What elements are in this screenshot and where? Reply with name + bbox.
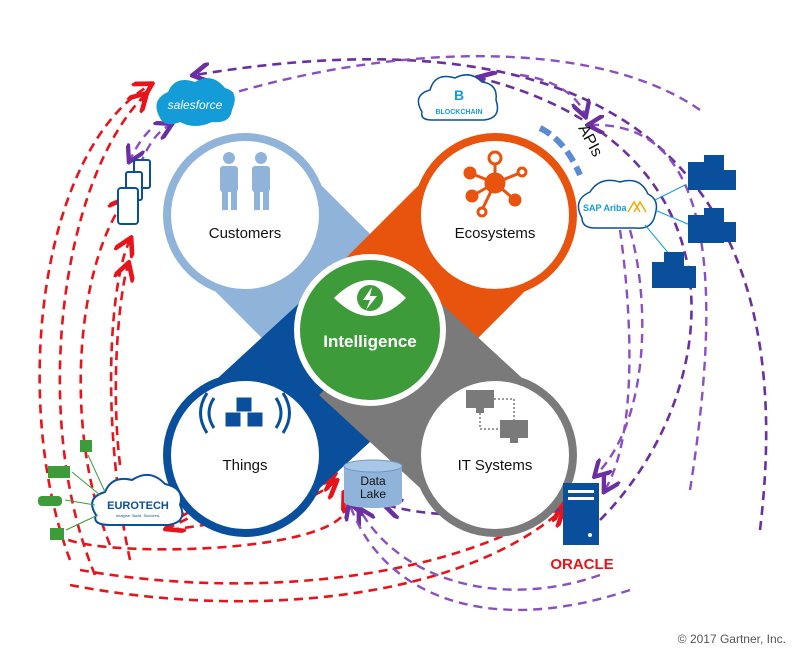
- quadrant-things: Things: [163, 373, 327, 537]
- eye-lightning-icon: [334, 280, 406, 316]
- wireless-cubes-icon: [199, 392, 291, 434]
- salesforce-logo: salesforce: [156, 78, 235, 126]
- sap-ariba-logo: SAP Ariba: [577, 179, 691, 256]
- copyright: © 2017 Gartner, Inc.: [677, 632, 786, 646]
- mobile-phones-icon: [117, 159, 151, 225]
- data-lake: Data Lake: [343, 459, 403, 508]
- server-icon: [563, 483, 599, 545]
- blockchain-b-icon: B: [454, 87, 464, 103]
- quadrant-ecosystems: Ecosystems: [413, 133, 577, 297]
- quadrant-label-ecosystems: Ecosystems: [455, 225, 536, 242]
- oracle-server: ORACLE: [550, 483, 614, 573]
- svg-text:salesforce: salesforce: [168, 98, 223, 112]
- svg-text:EUROTECH: EUROTECH: [107, 500, 169, 512]
- svg-text:SAP Ariba: SAP Ariba: [583, 203, 628, 213]
- quadrant-label-things: Things: [222, 457, 267, 474]
- quadrant-it-systems: IT Systems: [413, 373, 577, 537]
- svg-text:ORACLE: ORACLE: [550, 556, 613, 573]
- quadrant-label-it-systems: IT Systems: [458, 457, 533, 474]
- network-nodes-icon: [463, 150, 528, 218]
- people-icon: [220, 152, 270, 210]
- quadrant-customers: Customers: [163, 133, 327, 297]
- svg-text:BLOCKCHAIN: BLOCKCHAIN: [435, 109, 482, 116]
- connected-monitors-icon: [466, 390, 528, 443]
- buildings-icon: [652, 155, 736, 288]
- blockchain-logo: B BLOCKCHAIN: [417, 74, 499, 121]
- svg-text:Lake: Lake: [360, 487, 386, 501]
- svg-text:Data: Data: [360, 474, 386, 488]
- vehicles-icon: [38, 440, 106, 540]
- apis-label: APIs: [574, 122, 605, 160]
- svg-text:Imagine. Build. Succeed.: Imagine. Build. Succeed.: [116, 513, 160, 518]
- intelligence-hub: Intelligence: [294, 254, 446, 406]
- intelligence-label: Intelligence: [323, 332, 417, 351]
- quadrant-label-customers: Customers: [209, 225, 282, 242]
